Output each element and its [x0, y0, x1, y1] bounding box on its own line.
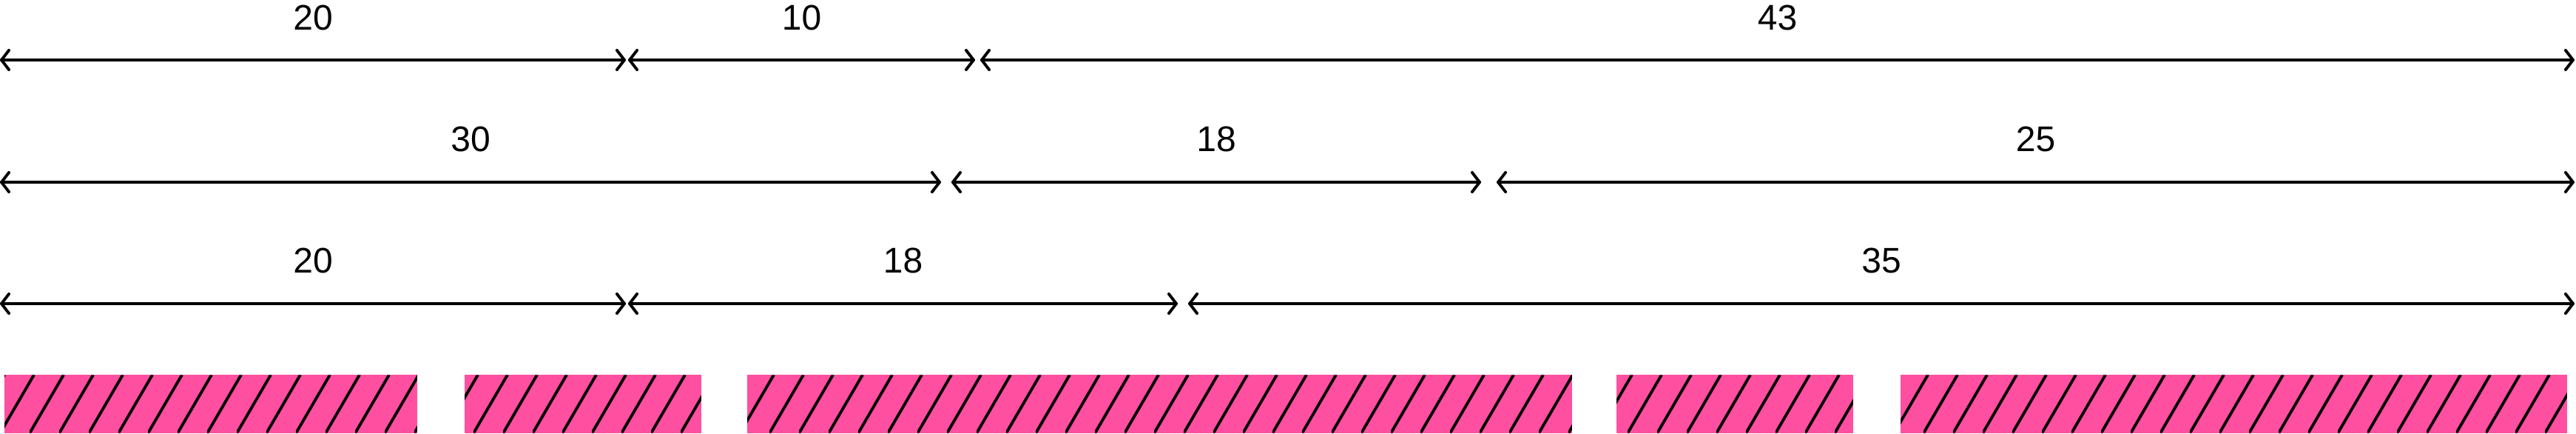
dimension-arrow: 35: [1188, 241, 2575, 315]
arrow-left-icon: [628, 293, 638, 315]
dimension-arrow: 20: [0, 0, 626, 71]
arrow-right-icon: [1471, 171, 1481, 193]
arrow-right-icon: [2564, 49, 2575, 71]
dimension-label: 18: [1196, 120, 1235, 159]
arrow-left-icon: [1188, 293, 1198, 315]
dimension-label: 18: [883, 241, 923, 281]
dimension-arrow: 20: [0, 241, 626, 315]
dimension-label: 25: [2016, 120, 2055, 159]
arrow-left-icon: [0, 49, 10, 71]
hatched-bar-1: [4, 375, 417, 433]
dimension-label: 20: [293, 0, 332, 38]
dimension-label: 35: [1861, 241, 1901, 281]
dimension-label: 10: [782, 0, 821, 38]
dimension-arrow: 25: [1497, 120, 2575, 193]
arrow-right-icon: [965, 49, 975, 71]
dimension-arrow: 30: [0, 120, 941, 193]
dimension-row-1: 20 10 43: [0, 0, 2575, 71]
arrow-left-icon: [628, 49, 638, 71]
arrow-left-icon: [1497, 171, 1507, 193]
arrow-right-icon: [931, 171, 941, 193]
arrow-right-icon: [2564, 293, 2575, 315]
arrow-right-icon: [2564, 171, 2575, 193]
arrow-right-icon: [616, 293, 626, 315]
dimension-label: 43: [1758, 0, 1797, 38]
arrow-left-icon: [0, 293, 10, 315]
dimension-label: 20: [293, 241, 332, 281]
hatched-bar-4: [1616, 375, 1853, 433]
dimension-arrow: 18: [951, 120, 1481, 193]
hatched-bar-2: [465, 375, 701, 433]
hatched-bar-5: [1901, 375, 2567, 433]
arrow-left-icon: [980, 49, 991, 71]
arrow-left-icon: [951, 171, 962, 193]
arrow-left-icon: [0, 171, 10, 193]
dimension-row-3: 20 18 35: [0, 241, 2575, 315]
dimension-arrow: 10: [628, 0, 975, 71]
dimension-label: 30: [451, 120, 490, 159]
dimension-arrow: 18: [628, 241, 1178, 315]
arrow-right-icon: [1167, 293, 1178, 315]
dimension-row-2: 30 18 25: [0, 120, 2575, 193]
arrow-right-icon: [616, 49, 626, 71]
dimension-arrow: 43: [980, 0, 2575, 71]
hatched-bar-3: [747, 375, 1572, 433]
